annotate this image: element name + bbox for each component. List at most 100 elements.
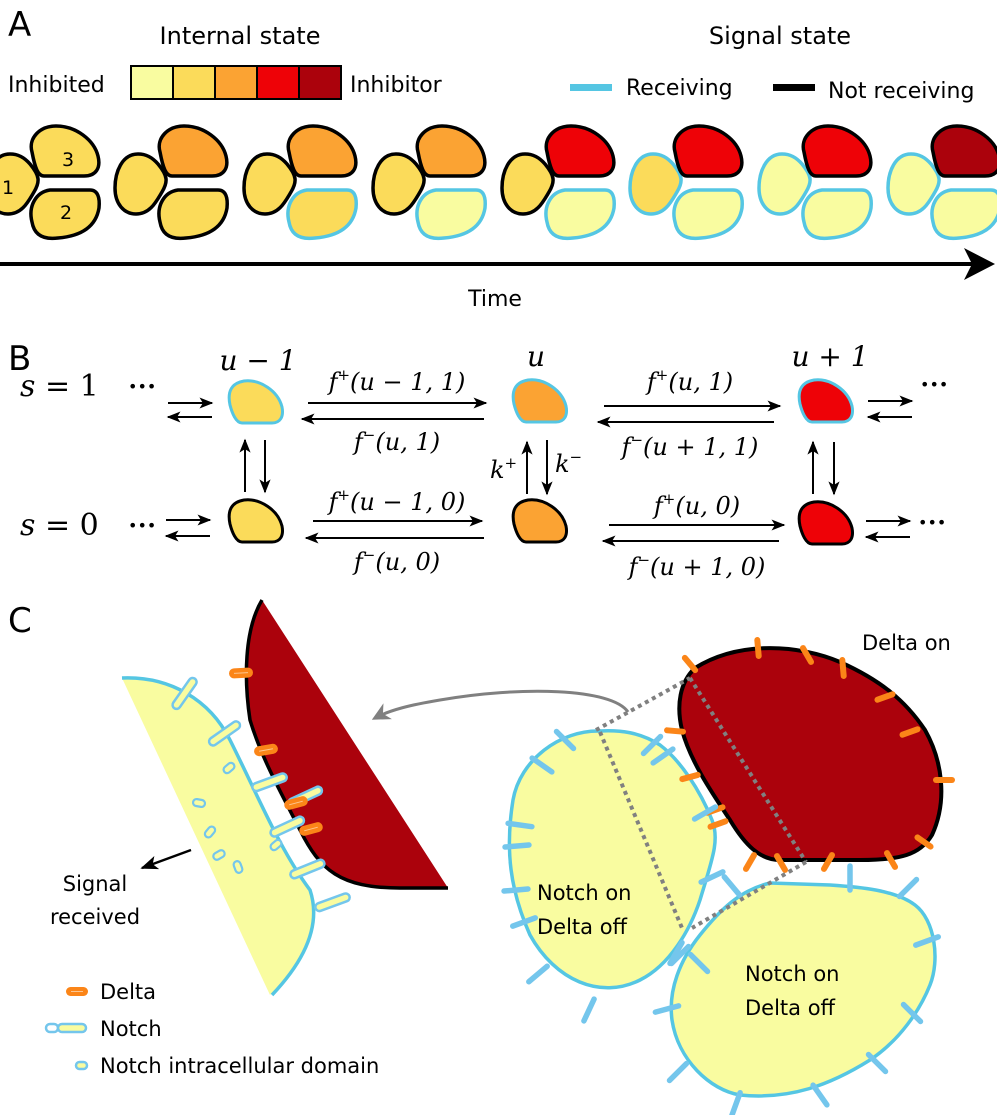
notch-receptor-tick (687, 951, 711, 975)
time-series-frames: 1 2 3 (0, 124, 997, 241)
scale-swatch-3 (256, 65, 300, 100)
k-minus-label: k− (555, 448, 582, 478)
rate-label-top-left-back: f−(u, 1) (352, 426, 440, 456)
column-label-u-plus-1: u + 1 (791, 340, 868, 373)
ellipsis-right-bottom: ••• (918, 513, 946, 532)
panel-a-label: A (8, 5, 31, 45)
nicd-fragment (212, 849, 226, 861)
scale-swatch-0 (130, 65, 174, 100)
nicd-fragment (222, 761, 236, 775)
nicd-fragment (191, 797, 207, 809)
rate-label-bot-left-fwd: f+(u − 1, 0) (327, 486, 466, 516)
delta-ligand-tick (899, 726, 921, 738)
internal-state-color-scale (130, 65, 342, 100)
frame-2 (113, 124, 229, 241)
notch-receptor-tick (553, 728, 577, 752)
notch-legend-icon (44, 1022, 88, 1034)
cell-1 (113, 152, 168, 216)
cell-col3-receiving (797, 378, 855, 424)
cell-col2-receiving (511, 378, 569, 424)
delta-ligand-tick (874, 691, 896, 703)
delta-ligand-tick (679, 771, 701, 783)
row-label-s0: s = 0 (20, 508, 99, 543)
ellipsis-right-top: ••• (920, 375, 948, 394)
cell-1 (757, 152, 812, 216)
rate-label-top-right-fwd: f+(u, 1) (645, 366, 733, 396)
delta-ligand (254, 743, 278, 757)
ellipsis-left-top: ••• (128, 377, 156, 396)
notch-receptor-tick (912, 934, 942, 948)
internal-state-title: Internal state (160, 22, 321, 50)
cell-number-2: 2 (60, 202, 72, 224)
notch-receptor (251, 772, 288, 793)
k-plus-label: k+ (490, 454, 517, 484)
legend-nicd-label: Notch intracellular domain (100, 1054, 379, 1078)
notch-receptor-tick (650, 746, 676, 766)
notch-receptor-tick (668, 943, 692, 967)
delta-ligand-tick (774, 853, 788, 873)
legend-notch-label: Notch (100, 1017, 162, 1041)
cell-3 (286, 124, 358, 178)
delta-ligand-tick (821, 852, 835, 872)
notch-receptor-tick (698, 869, 726, 885)
rate-label-bot-right-back: f−(u + 1, 0) (627, 551, 766, 581)
frame-8 (886, 124, 997, 241)
delta-ligand-tick (743, 852, 757, 872)
scale-swatch-2 (214, 65, 258, 100)
notch-receptor-tick (729, 1089, 743, 1115)
delta-ligand-tick (681, 654, 699, 674)
zoom-delta-ligands (229, 667, 323, 836)
delta-ligand-tick (839, 657, 847, 679)
cell-number-1: 1 (2, 177, 14, 199)
frame-7 (757, 124, 873, 241)
scale-swatch-4 (298, 65, 342, 100)
cell-col2-not-receiving (511, 498, 569, 544)
frame-1: 1 2 3 (0, 124, 101, 241)
delta-ligand-tick (754, 637, 762, 659)
legend-receiving-label: Receiving (626, 76, 733, 101)
cell-number-3: 3 (62, 149, 74, 171)
membrane-proteins (501, 637, 955, 1115)
rate-label-bot-right-fwd: f+(u, 0) (652, 490, 740, 520)
column-label-u-minus-1: u − 1 (219, 344, 296, 377)
row-label-s1: s = 1 (20, 369, 99, 404)
notch-cell-2 (669, 881, 937, 1098)
notch-receptor-tick (581, 996, 597, 1024)
nicd-fragment (203, 825, 217, 839)
signal-received-line-1: Signal (63, 872, 128, 896)
ellipsis-left-bottom: ••• (128, 516, 156, 535)
frame-4 (371, 124, 487, 241)
delta-ligand (229, 667, 253, 679)
notch-receptor-tick (865, 1051, 889, 1075)
notch-cell-2-line-1: Notch on (745, 962, 839, 986)
delta-ligand-tick (914, 834, 934, 850)
frame-3 (242, 124, 358, 241)
cell-col1-receiving (227, 379, 285, 425)
signal-received-arrow-icon (140, 848, 192, 870)
cell-2 (930, 188, 997, 241)
cell-3 (415, 124, 487, 178)
cell-2 (157, 188, 229, 241)
notch-receptor (269, 815, 306, 838)
cell-2 (801, 188, 873, 241)
notch-receptor-tick (509, 915, 539, 929)
cell-1 (371, 152, 426, 216)
cell-1 (500, 152, 555, 216)
notch-receptor-tick (666, 1060, 690, 1084)
notch-receptor-tick (691, 804, 719, 822)
delta-on-label: Delta on (862, 631, 951, 655)
notch-receptor (171, 676, 198, 711)
notch-cell-1 (507, 729, 717, 990)
legend-not-receiving-swatch (773, 84, 815, 91)
cell-col3-not-receiving (797, 500, 855, 546)
cell-1 (886, 152, 941, 216)
delta-ligand-tick (884, 850, 898, 870)
cell-2 (415, 188, 487, 241)
cell-3 (544, 124, 616, 178)
notch-receptor-tick (526, 963, 550, 985)
notch-receptor (207, 720, 242, 747)
cell-col1-not-receiving (227, 498, 285, 544)
scale-swatch-1 (172, 65, 216, 100)
zoom-sender-cell (246, 600, 448, 888)
